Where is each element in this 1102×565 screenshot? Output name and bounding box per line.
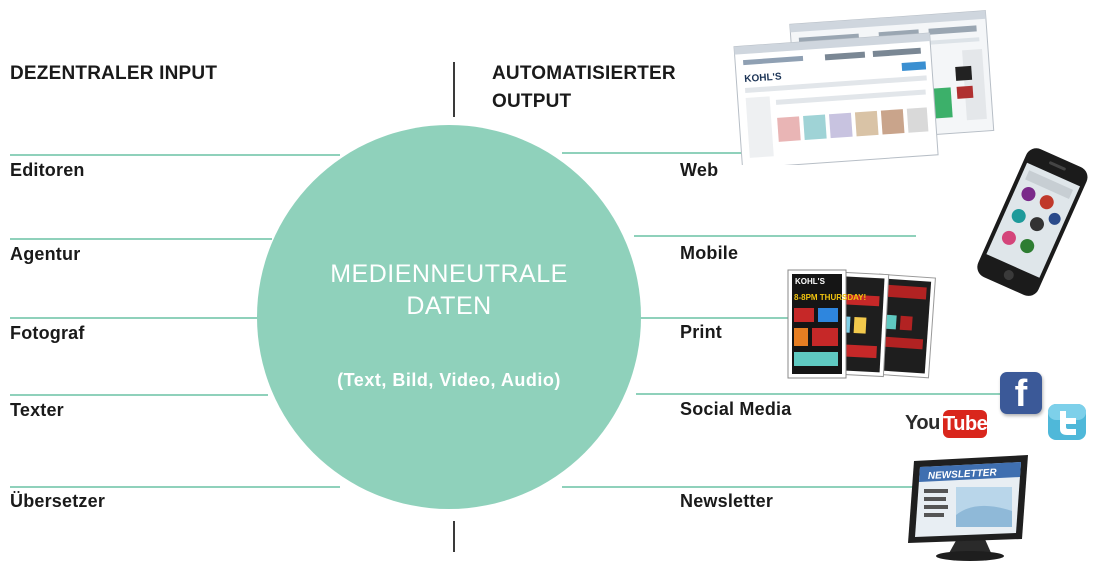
right-header: AUTOMATISIERTER OUTPUT (492, 60, 676, 116)
input-rule-5 (10, 486, 340, 488)
smartphone-icon (977, 148, 1088, 296)
output-rule-1 (562, 152, 774, 154)
youtube-tube-text: Tube (943, 410, 988, 438)
input-rule-4 (10, 394, 268, 396)
youtube-icon: You Tube (905, 406, 989, 440)
input-rule-1 (10, 154, 340, 156)
output-label-print: Print (680, 322, 723, 342)
input-label-editoren: Editoren (10, 160, 85, 180)
output-label-mobile: Mobile (680, 243, 739, 263)
print-flyer-icon: KOHL'S 8-8PM THURSDAY! (787, 269, 936, 379)
newsletter-monitor-icon: NEWSLETTER (908, 455, 1028, 561)
web-screenshot-icon: KOHL'S (733, 10, 995, 165)
output-rule-3 (634, 317, 794, 319)
center-title-line-1: MEDIENNEUTRALE (330, 260, 568, 288)
center-subtitle: (Text, Bild, Video, Audio) (337, 370, 561, 390)
center-title: MEDIENNEUTRALE DATEN (257, 258, 641, 322)
twitter-icon (1048, 404, 1086, 440)
facebook-icon: f (1000, 372, 1042, 415)
web-brand-text: KOHL'S (744, 71, 782, 85)
center-title-line-2: DATEN (406, 292, 492, 320)
bottom-divider (453, 521, 455, 552)
right-header-line-1: AUTOMATISIERTER (492, 63, 676, 84)
youtube-you-text: You (905, 412, 940, 434)
top-divider (453, 62, 455, 117)
input-label-agentur: Agentur (10, 244, 81, 264)
print-brand-text: KOHL'S (795, 277, 826, 286)
output-label-social-media: Social Media (680, 399, 792, 419)
output-label-web: Web (680, 160, 719, 180)
right-header-line-2: OUTPUT (492, 91, 572, 112)
output-rule-5 (562, 486, 932, 488)
output-label-newsletter: Newsletter (680, 491, 774, 511)
facebook-letter: f (1014, 373, 1028, 415)
newsletter-label-text: NEWSLETTER (928, 467, 998, 482)
output-rule-2 (634, 235, 916, 237)
input-rule-2 (10, 238, 272, 240)
print-headline-text: 8-8PM THURSDAY! (794, 293, 866, 302)
center-circle (257, 125, 641, 509)
input-label-uebersetzer: Übersetzer (10, 491, 106, 511)
output-rule-4 (636, 393, 1018, 395)
input-label-fotograf: Fotograf (10, 323, 85, 343)
left-header: DEZENTRALER INPUT (10, 63, 218, 84)
input-label-texter: Texter (10, 400, 64, 420)
input-rule-3 (10, 317, 264, 319)
